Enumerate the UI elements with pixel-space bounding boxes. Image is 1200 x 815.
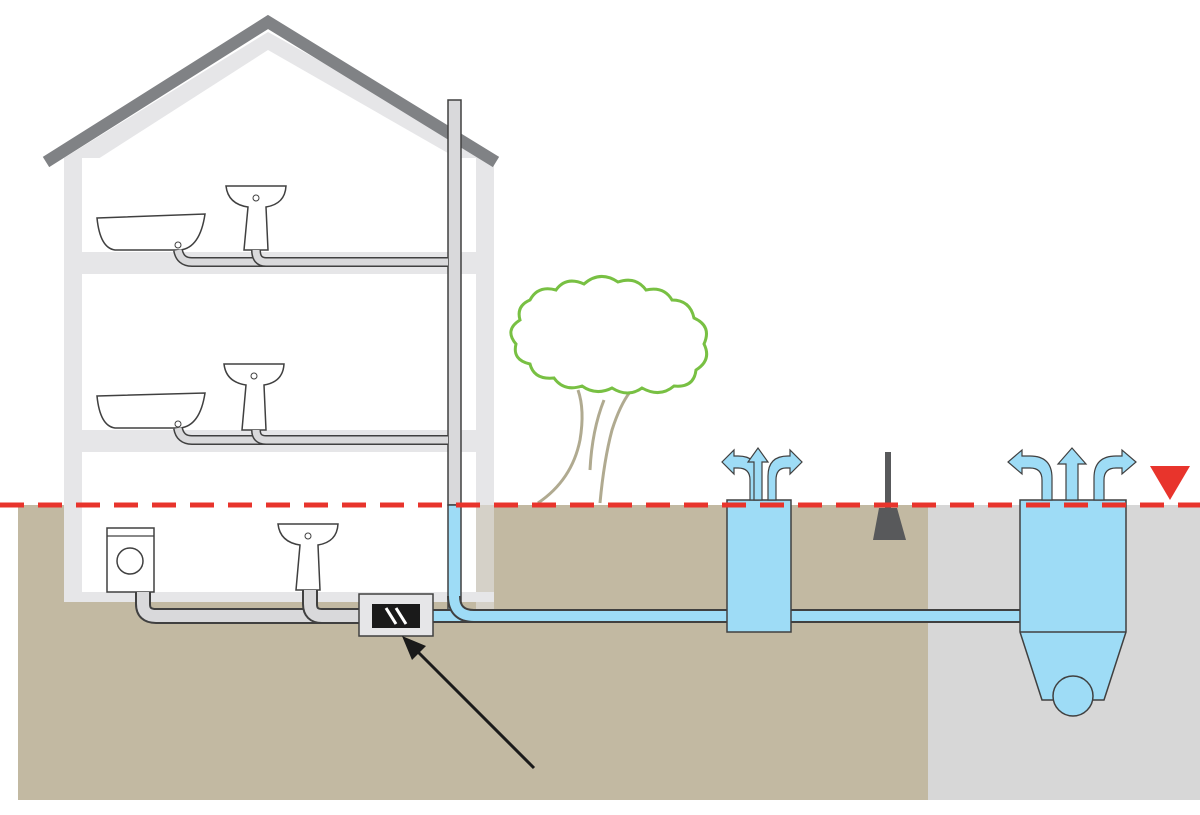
washing-machine-door-icon — [116, 547, 144, 575]
washbasin — [277, 523, 339, 591]
vent-flow-arrows-icon — [1007, 447, 1137, 501]
roof — [42, 14, 500, 168]
street-gully — [873, 452, 906, 540]
tree — [509, 275, 709, 505]
washbasin-drain-icon — [252, 194, 260, 202]
valve-flap-line-2 — [394, 607, 408, 625]
vent-stack-water — [447, 504, 462, 611]
tree-trunk — [537, 389, 632, 505]
basement-drain-pipe-fill — [137, 592, 365, 622]
house-wall-right — [476, 158, 494, 505]
upper-floor-fixtures — [96, 185, 448, 267]
upper-basin-pipe-fill — [252, 249, 267, 266]
house-wall-left — [64, 158, 82, 600]
bathtub — [96, 392, 206, 429]
gully-rod — [885, 452, 891, 508]
sewer-main — [1007, 447, 1137, 717]
gully-body — [873, 508, 906, 540]
basement-basin-pipe-fill — [304, 590, 323, 622]
basement-fixtures — [106, 523, 365, 624]
washbasin-drain-icon — [304, 532, 312, 540]
sewer-pipe-section — [1052, 675, 1094, 717]
bathtub-drain-icon — [174, 420, 182, 428]
middle-basin-pipe-fill — [252, 429, 267, 444]
washbasin-drain-icon — [250, 372, 258, 380]
vent-stack — [447, 99, 462, 506]
inspection-shaft — [721, 446, 803, 633]
red-triangle-down-icon — [1150, 466, 1190, 500]
pointer-arrow-icon — [402, 636, 536, 770]
sewer-main-body — [1019, 499, 1127, 701]
stack-elbow-water — [449, 595, 475, 621]
middle-floor-fixtures — [96, 363, 448, 445]
valve-flap — [372, 604, 420, 628]
vent-flow-arrows-icon — [721, 446, 803, 501]
middle-drain-pipe-fill — [174, 427, 448, 444]
basement-floor — [64, 592, 494, 602]
inspection-shaft-body — [726, 499, 792, 633]
washbasin — [223, 363, 285, 431]
upper-drain-pipe-fill — [174, 249, 448, 266]
washbasin — [225, 185, 287, 251]
bathtub-drain-icon — [174, 241, 182, 249]
gable-inner — [84, 50, 474, 168]
house — [42, 14, 500, 615]
backflow-valve — [358, 593, 434, 637]
tree-crown — [509, 275, 709, 395]
basement-wall-right — [476, 505, 494, 615]
valve-flap-line-1 — [384, 607, 398, 625]
bathtub — [96, 213, 206, 251]
